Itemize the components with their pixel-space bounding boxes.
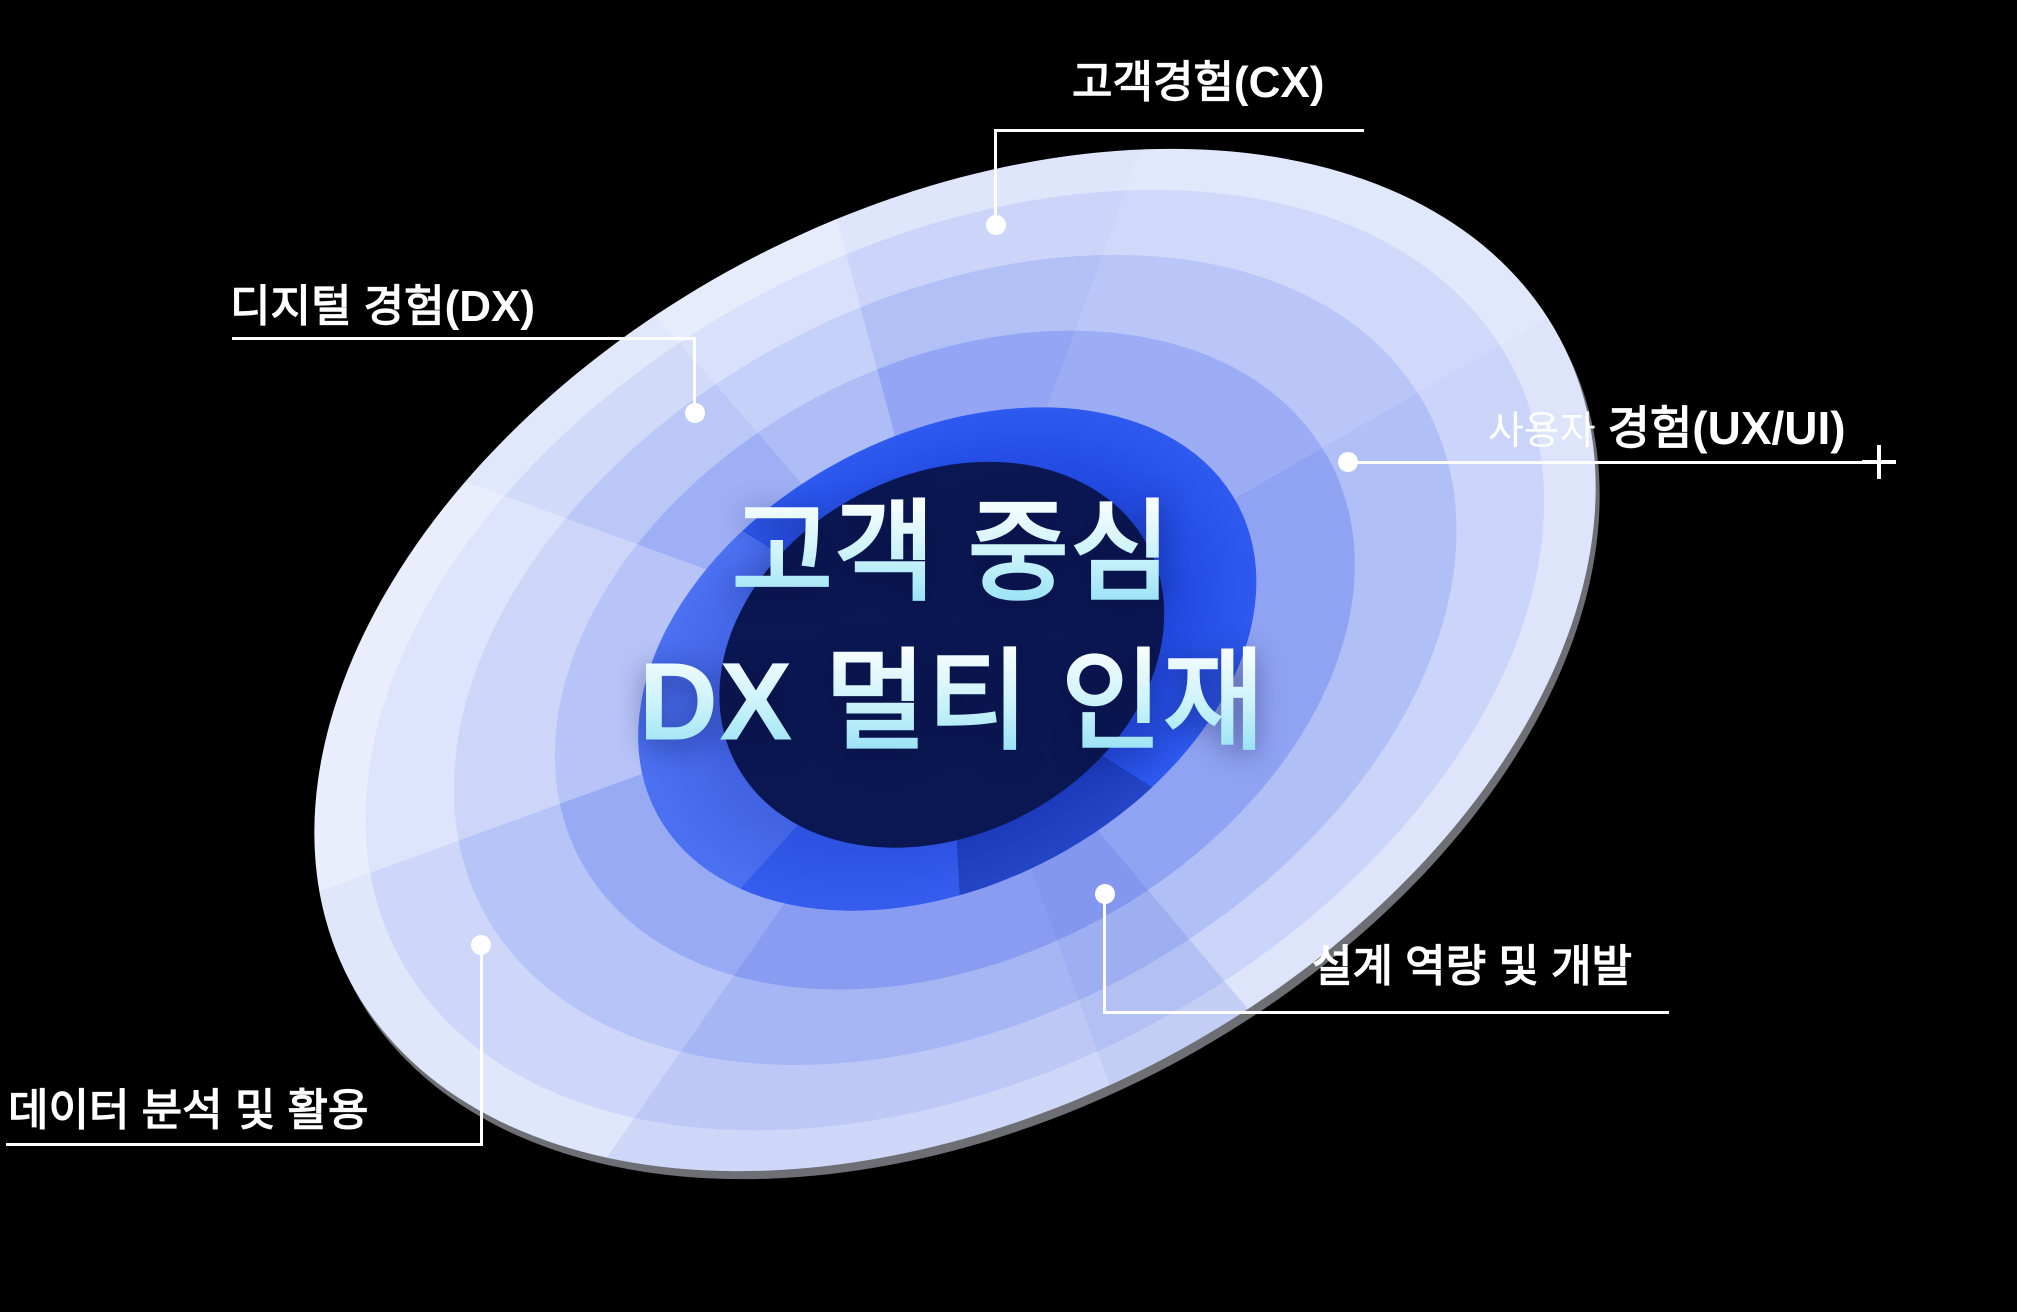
headline-line2: DX 멀티 인재 [639, 628, 1266, 777]
callout-top-underline [994, 129, 1364, 132]
callout-bottom-left-label: 데이터 분석 및 활용 [8, 1086, 369, 1135]
callout-right-label-bold: 경험(UX/UI) [1607, 402, 1846, 454]
headline-line1: 고객 중심 [639, 480, 1266, 629]
callout-right-leader-line [1349, 461, 1873, 464]
callout-top-label: 고객경험(CX) [1072, 58, 1325, 107]
callout-right-cross-vertical [1877, 445, 1881, 479]
callout-left-leader-line [693, 337, 696, 405]
callout-top-dot [986, 215, 1006, 235]
callout-bottom-right-leader-line [1103, 902, 1106, 1014]
callout-bottom-right-underline [1103, 1011, 1669, 1014]
callout-right-dot [1338, 452, 1358, 472]
callout-right-label: 사용자 경험(UX/UI) [1488, 392, 1846, 458]
callout-bottom-left-dot [471, 935, 491, 955]
callout-bottom-left-underline [6, 1143, 483, 1146]
callout-bottom-right-dot [1095, 884, 1115, 904]
callout-bottom-left-leader-line [480, 953, 483, 1146]
callout-left-label: 디지털 경험(DX) [230, 282, 536, 331]
center-headline: 고객 중심 DX 멀티 인재 [639, 480, 1266, 777]
callout-left-dot [685, 403, 705, 423]
callout-right-label-prefix: 사용자 [1488, 410, 1596, 453]
callout-left-underline [232, 337, 696, 340]
callout-top-leader-line [994, 129, 997, 217]
callout-bottom-right-label: 설계 역량 및 개발 [1312, 942, 1633, 991]
